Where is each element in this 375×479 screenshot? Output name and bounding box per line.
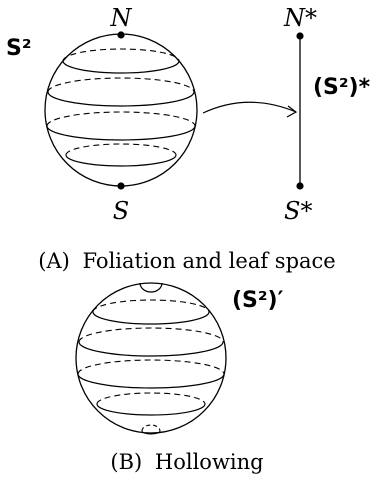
quotient-map-arrow <box>202 101 298 118</box>
leaf-2 <box>47 77 195 107</box>
caption-b: (B) Hollowing <box>110 450 263 474</box>
leaf-b-1 <box>92 299 210 325</box>
sphere-star-label: (S²)* <box>313 75 371 100</box>
leaf-1 <box>62 48 180 74</box>
panel-a: N S S² N* S* (S²)* (A) Foliation and lea… <box>6 4 371 273</box>
leaf-4 <box>65 143 177 167</box>
panel-b: (S²)′ (B) Hollowing <box>75 282 284 474</box>
north-star-label: N* <box>283 4 317 32</box>
caption-a-text: Foliation and leaf space <box>83 249 336 273</box>
south-hollow-cap <box>141 424 161 435</box>
leaf-b-2 <box>78 327 224 357</box>
caption-a: (A) Foliation and leaf space <box>38 249 335 273</box>
north-label: N <box>110 4 133 32</box>
leaf-b-3 <box>77 359 225 389</box>
north-hollow-cap <box>139 282 163 293</box>
sphere-b-outline <box>75 282 227 434</box>
south-star-label: S* <box>284 197 312 225</box>
north-star-point <box>296 32 304 40</box>
south-label: S <box>113 197 129 225</box>
south-pole-point <box>117 182 125 190</box>
north-pole-point <box>117 31 125 39</box>
leaf-3 <box>46 111 196 141</box>
sphere-prime-label: (S²)′ <box>232 288 284 313</box>
caption-a-prefix: (A) <box>38 249 70 273</box>
caption-b-prefix: (B) <box>110 450 142 474</box>
leaf-b-4 <box>96 392 206 416</box>
caption-b-text: Hollowing <box>155 450 264 474</box>
sphere-label: S² <box>6 36 31 61</box>
south-star-point <box>296 182 304 190</box>
